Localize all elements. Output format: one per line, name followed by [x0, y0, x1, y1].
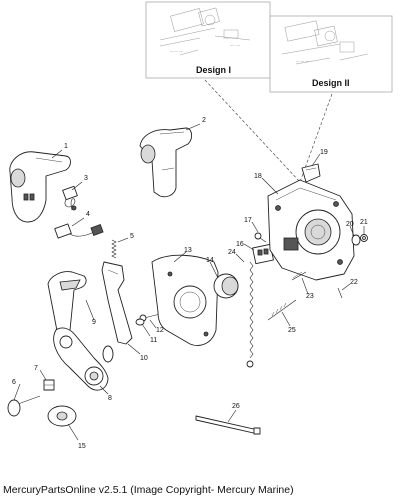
handle-part-2: [139, 127, 193, 198]
callout-9: 9: [92, 319, 96, 326]
callout-1: 1: [64, 143, 68, 150]
bearing-part-14: [213, 273, 239, 299]
screw-part-23: [291, 271, 307, 281]
bushing-part-7: [43, 379, 55, 391]
design-2-dashed-leader: [299, 93, 333, 183]
wiring-harness-part-3: [62, 185, 78, 211]
callout-6: 6: [12, 379, 16, 386]
spring-part-5: [111, 239, 117, 259]
screw-part-25: [267, 299, 297, 321]
cable-tie-part-26: [195, 415, 261, 435]
callout-11: 11: [150, 337, 157, 344]
base-lever-part-8: [53, 327, 109, 391]
pin-part-22: [337, 287, 343, 299]
cover-plate-part-13: [151, 254, 219, 346]
design-1-dashed-leader: [204, 79, 301, 183]
callout-23: 23: [306, 293, 314, 300]
callout-20: 20: [346, 221, 354, 228]
callout-5: 5: [130, 233, 134, 240]
svg-text:— - —: — - —: [230, 43, 241, 47]
callout-26: 26: [232, 403, 240, 410]
clip-part-19: [301, 163, 321, 183]
screw-part-17: [254, 232, 267, 243]
housing-part-18: [267, 179, 355, 281]
switch-part-4: [54, 223, 104, 239]
svg-text:— — —: — — —: [170, 49, 183, 53]
callout-7: 7: [34, 365, 38, 372]
callout-16: 16: [236, 241, 244, 248]
callout-21: 21: [360, 219, 368, 226]
callout-2: 2: [202, 117, 206, 124]
lever-part-9: [47, 271, 87, 339]
chain-part-24: [246, 261, 254, 368]
design-1-title: Design I: [196, 65, 231, 75]
callout-8: 8: [108, 395, 112, 402]
screw-part-6: [7, 395, 41, 417]
callout-24: 24: [228, 249, 236, 256]
callout-17: 17: [244, 217, 252, 224]
design-1-inset: — — — — - — Design I: [145, 1, 271, 79]
washer-part-20: [351, 234, 361, 246]
copyright-footer: MercuryPartsOnline v2.5.1 (Image Copyrig…: [3, 484, 294, 496]
callout-10: 10: [140, 355, 148, 362]
arm-part-10: [101, 261, 133, 345]
knob: [102, 345, 114, 363]
callout-19: 19: [320, 149, 328, 156]
callout-labels: 1 2 3 4 5 6 7 8 9 10 11 12 13 14 15 16 1…: [12, 117, 368, 450]
callout-leaders: [13, 123, 365, 441]
callout-4: 4: [86, 211, 90, 218]
washer-part-11: [135, 318, 145, 326]
callout-18: 18: [254, 173, 262, 180]
callout-14: 14: [206, 257, 214, 264]
callout-13: 13: [184, 247, 192, 254]
callout-15: 15: [78, 443, 86, 450]
design-2-title: Design II: [312, 78, 350, 88]
callout-22: 22: [350, 279, 358, 286]
design-2-inset: — — — Design II: [269, 15, 393, 93]
washer-part-15: [47, 405, 77, 427]
connector-part-16: [252, 243, 274, 265]
handle-part-1: [9, 151, 71, 223]
callout-25: 25: [288, 327, 296, 334]
callout-12: 12: [156, 327, 164, 334]
callout-3: 3: [84, 175, 88, 182]
nut-part-21: [360, 234, 368, 242]
svg-text:— — —: — — —: [296, 59, 309, 63]
